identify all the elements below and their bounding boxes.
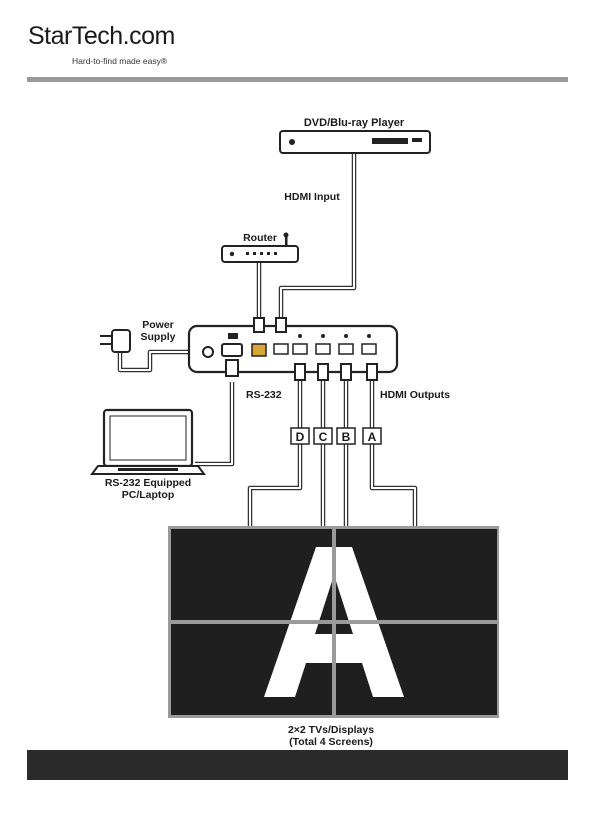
output-tag-a: A (363, 428, 381, 444)
hdmi-output-cable-a (372, 380, 415, 528)
output-tag-d: D (291, 428, 309, 444)
dvd-player-label: DVD/Blu-ray Player (304, 117, 405, 129)
power-supply-label-line1: Power (142, 319, 174, 331)
output-tag-d-text: D (296, 430, 305, 444)
displays-label-line2: (Total 4 Screens) (289, 736, 373, 748)
rs232-label: RS-232 (246, 389, 282, 401)
video-wall (168, 526, 499, 718)
router-label: Router (243, 232, 277, 244)
power-adapter-icon (100, 330, 130, 352)
output-tag-b: B (337, 428, 355, 444)
power-supply-label-line2: Supply (140, 331, 175, 343)
laptop-icon (92, 410, 204, 474)
laptop-label-line1: RS-232 Equipped (105, 477, 191, 489)
hdmi-input-label: HDMI Input (284, 191, 340, 203)
hdmi-output-cable-d (250, 380, 300, 528)
video-wall-controller-device (189, 326, 397, 372)
output-tag-a-text: A (368, 430, 377, 444)
output-tag-c-text: C (319, 430, 328, 444)
displays-label-line1: 2×2 TVs/Displays (288, 724, 374, 736)
rs232-cable (195, 382, 232, 464)
dvd-player-device (280, 131, 430, 153)
laptop-label-line2: PC/Laptop (122, 489, 175, 501)
hdmi-outputs-label: HDMI Outputs (380, 389, 450, 401)
output-tag-c: C (314, 428, 332, 444)
hdmi-input-cable (281, 150, 354, 322)
footer-bar (27, 750, 568, 780)
output-tag-b-text: B (342, 430, 351, 444)
